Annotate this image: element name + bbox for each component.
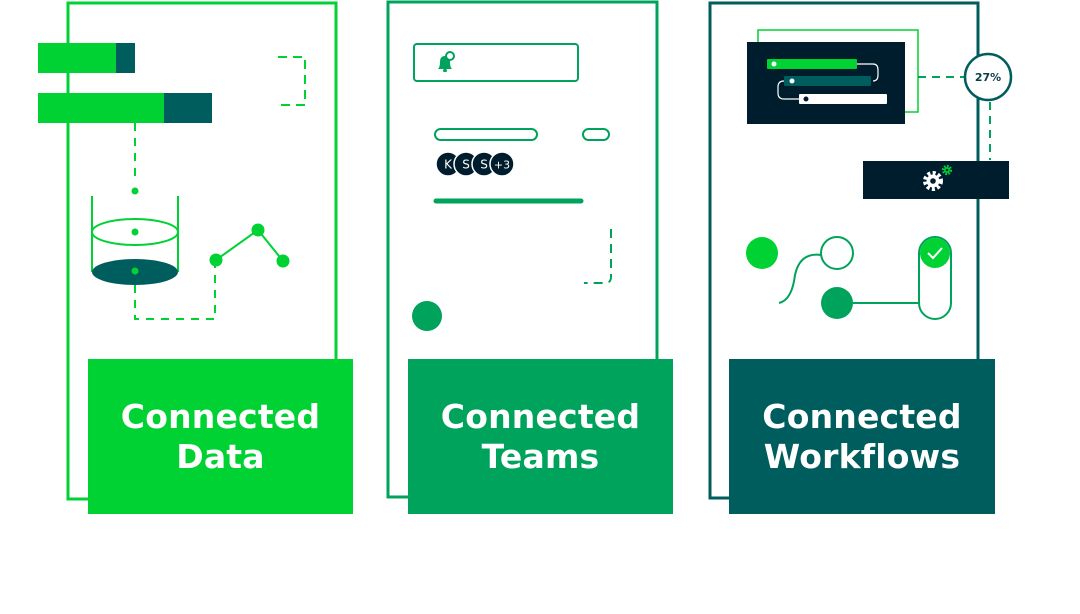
connected-data-panel: Connected Data xyxy=(0,0,360,520)
title-line-2: Data xyxy=(176,436,265,476)
connected-workflows-panel: 27% Connected Workflows xyxy=(700,0,1040,520)
connected-workflows-label: Connected Workflows xyxy=(729,359,995,514)
bar-1-teal xyxy=(116,43,135,73)
dashed-bracket xyxy=(278,56,306,106)
dashed-connector-bottom xyxy=(134,262,216,320)
connected-teams-label: Connected Teams xyxy=(408,359,673,514)
task-connector xyxy=(857,63,879,82)
title-line-2: Workflows xyxy=(763,436,961,476)
avatar-group: K S S +3 xyxy=(435,151,515,177)
notification-box xyxy=(413,43,579,82)
title-line-1: Connected xyxy=(762,396,962,436)
workflow-node-green xyxy=(746,237,778,269)
text-placeholder-pill xyxy=(434,128,538,141)
small-gear-icon xyxy=(941,164,953,176)
bar-chart-graphic xyxy=(38,43,212,123)
progress-percent: 27% xyxy=(975,71,1001,84)
connected-teams-panel: K S S +3 Connected Teams xyxy=(360,0,700,520)
dashed-corner xyxy=(584,229,612,284)
connector-dot xyxy=(131,187,139,195)
bar-2-teal xyxy=(164,93,212,123)
workflow-node-outline xyxy=(820,236,854,270)
avatar-initial: S xyxy=(462,158,470,172)
database-cylinder-icon xyxy=(91,196,179,285)
workflow-node-teal xyxy=(821,287,853,319)
connected-data-illustration xyxy=(38,1,338,501)
check-icon xyxy=(927,247,943,260)
avatar-initial: K xyxy=(444,158,453,172)
task-bar-2 xyxy=(784,76,871,86)
progress-indicator: 27% xyxy=(963,52,1013,102)
task-bar-3 xyxy=(799,94,887,104)
toggle-knob xyxy=(920,238,950,268)
bar-2-green xyxy=(38,93,164,123)
connected-data-label: Connected Data xyxy=(88,359,353,514)
small-pill xyxy=(582,128,610,141)
bar-1-green xyxy=(38,43,116,73)
status-dot xyxy=(412,301,442,331)
task-connector xyxy=(777,80,799,100)
title-line-1: Connected xyxy=(440,396,641,436)
gear-icon xyxy=(923,171,943,191)
title-line-2: Teams xyxy=(481,436,600,476)
connected-workflows-illustration: 27% xyxy=(708,1,1013,500)
line-graph-graphic xyxy=(209,223,290,268)
workflow-curve xyxy=(778,253,822,304)
avatar-circle xyxy=(489,151,515,177)
avatar-count: +3 xyxy=(494,159,510,172)
avatar-initial: S xyxy=(480,158,488,172)
task-bar-1 xyxy=(767,59,857,69)
title-line-1: Connected xyxy=(120,396,321,436)
bell-icon xyxy=(438,51,455,72)
